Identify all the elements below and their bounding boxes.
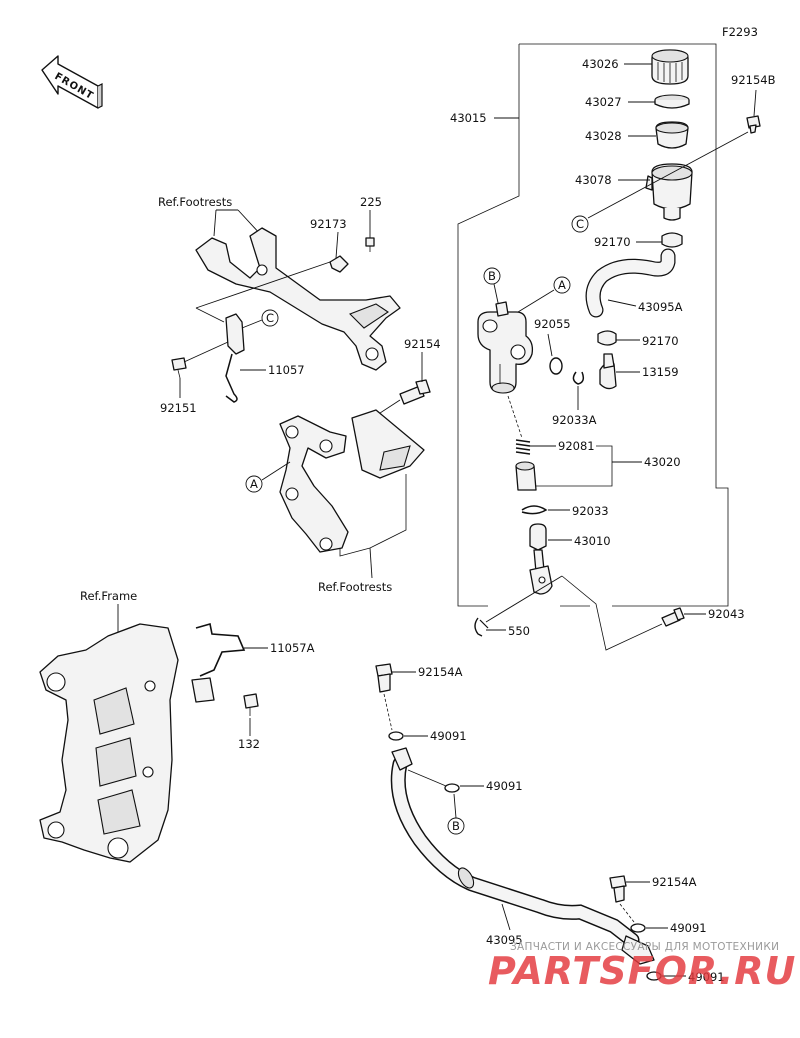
circlip-92033 [521,505,548,515]
diaphragm [655,121,689,149]
bolt-92154 [399,379,431,405]
label-49091-upper-1: 49091 [430,729,467,743]
bolt-92151 [171,357,187,379]
callout-a-bracket-letter: A [250,477,258,491]
label-92043: 92043 [708,607,745,621]
cap-plate [654,94,690,109]
frame-section [39,623,179,863]
label-11057: 11057 [268,363,305,377]
label-92154B: 92154B [731,73,776,87]
label-92055: 92055 [534,317,571,331]
callout-a-cylinder [553,276,571,294]
label-550: 550 [508,624,530,638]
master-cylinder-body [477,301,534,394]
front-arrow-icon: FRONT [41,55,103,109]
callout-a-bracket [245,475,263,493]
callout-a-cylinder-letter: A [558,278,566,292]
spring-92081 [515,439,531,455]
label-11057A: 11057A [270,641,315,655]
o-ring-92055 [549,357,563,375]
label-43020: 43020 [644,455,681,469]
footrest-bracket-lower [279,409,425,553]
figure-code: F2293 [722,25,758,39]
switch-bracket-11057 [225,313,245,403]
label-92033A: 92033A [552,413,597,427]
callout-b-hose [447,817,465,835]
cotter-pin-550 [474,617,489,637]
label-43028: 43028 [585,129,622,143]
callout-c-reservoir [571,215,589,233]
ref-footrests-bottom: Ref.Footrests [318,580,392,594]
washer-lower-1 [630,923,646,933]
banjo-bolt-upper [375,663,393,693]
label-92173: 92173 [310,217,347,231]
label-92170-lower: 92170 [642,334,679,348]
label-92151: 92151 [160,401,197,415]
label-49091-lower-1: 49091 [670,921,707,935]
callout-b-cylinder [483,267,501,285]
label-49091-upper-2: 49091 [486,779,523,793]
washer-upper-1 [388,731,404,741]
watermark-tagline: ЗАПЧАСТИ И АКСЕССУАРЫ ДЛЯ МОТОТЕХНИКИ [510,941,779,953]
label-13159: 13159 [642,365,679,379]
label-92154A-lower: 92154A [652,875,697,889]
bolt-132 [243,693,259,716]
label-43015: 43015 [450,111,487,125]
bracket-11057A [191,622,246,703]
callout-b-cylinder-letter: B [488,269,496,283]
label-92154A-upper: 92154A [418,665,463,679]
label-43095: 43095 [486,933,523,947]
washer-upper-2 [444,783,460,793]
reservoir-cap [651,49,689,85]
clamp-92173 [329,255,349,273]
bolt-92154B [746,115,761,134]
watermark-brand: PARTSFOR.RU [488,949,796,993]
piston [515,461,537,491]
washer-lower-2 [646,971,662,981]
label-132: 132 [238,737,260,751]
ref-footrests-top: Ref.Footrests [158,195,232,209]
hose-clamp-upper [661,232,683,248]
label-43078: 43078 [575,173,612,187]
callout-c-reservoir-letter: C [576,217,584,231]
label-92154: 92154 [404,337,441,351]
hose-fitting [599,353,617,390]
brake-hose [390,747,655,965]
label-43010: 43010 [574,534,611,548]
label-92081: 92081 [558,439,595,453]
ref-frame: Ref.Frame [80,589,137,603]
push-rod [529,523,553,595]
reservoir-tank [645,163,693,221]
label-43026: 43026 [582,57,619,71]
label-225: 225 [360,195,382,209]
footrest-bracket-upper [195,227,401,371]
label-92170-upper: 92170 [594,235,631,249]
label-43027: 43027 [585,95,622,109]
hose-clamp-lower [597,330,617,346]
label-43095A: 43095A [638,300,683,314]
group-bracket-43015 [457,43,729,607]
circlip-92033A [572,371,585,385]
callout-c-switch [261,309,279,327]
screw-225 [365,237,375,252]
callout-b-hose-letter: B [452,819,460,833]
label-92033: 92033 [572,504,609,518]
banjo-bolt-lower [609,875,627,903]
callout-c-switch-letter: C [266,311,274,325]
label-49091-lower-2: 49091 [688,970,725,984]
reservoir-hose [585,248,676,318]
pin-92043 [661,607,685,627]
